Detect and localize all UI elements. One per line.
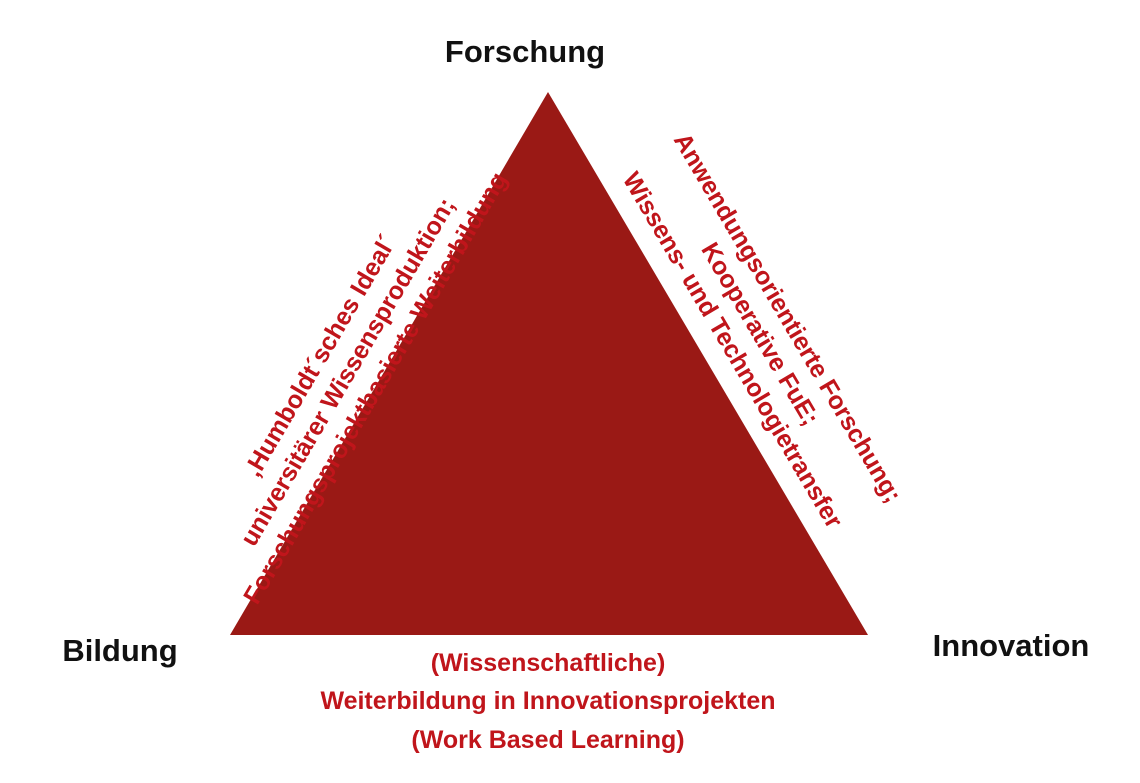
corner-label-forschung: Forschung xyxy=(445,34,605,69)
bottom-edge-text: (Wissenschaftliche) Weiterbildung in Inn… xyxy=(320,649,775,754)
triangle xyxy=(230,92,868,635)
corner-label-innovation: Innovation xyxy=(933,628,1090,663)
bottom-edge-line: (Work Based Learning) xyxy=(411,726,684,754)
bottom-edge-line: Weiterbildung in Innovationsprojekten xyxy=(320,687,775,715)
bottom-edge-line: (Wissenschaftliche) xyxy=(431,649,666,677)
corner-label-bildung: Bildung xyxy=(62,633,177,668)
